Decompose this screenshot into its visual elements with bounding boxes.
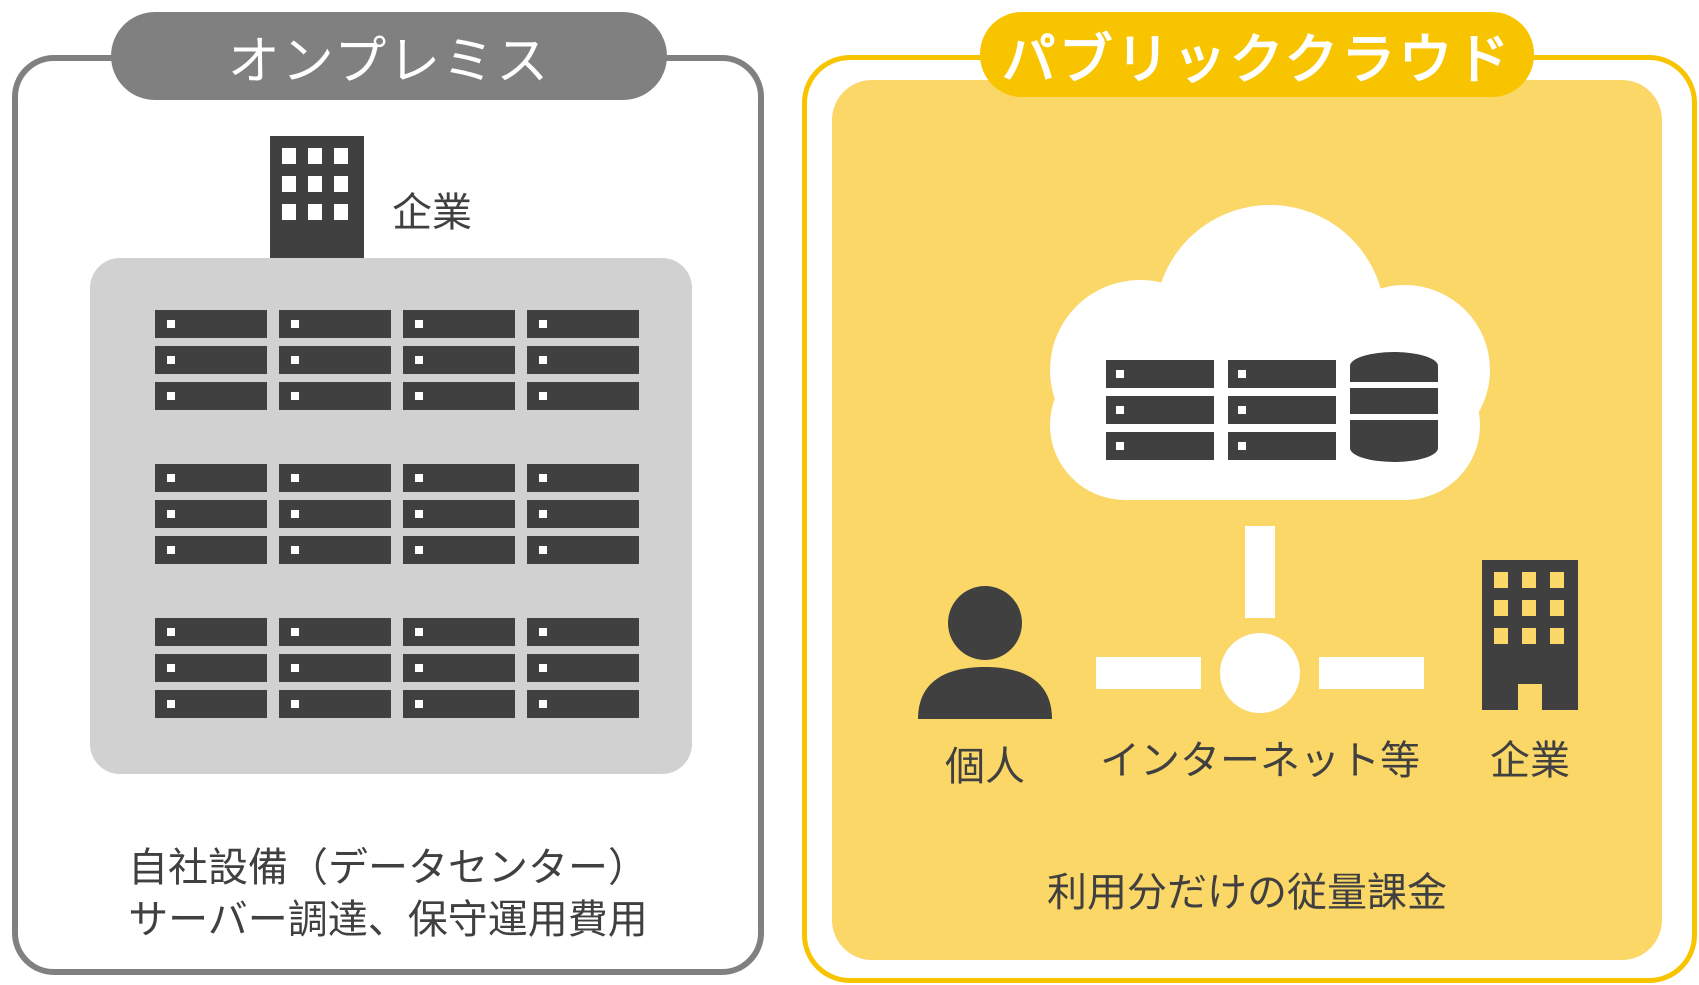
network-hub-icon <box>1096 526 1424 713</box>
person-icon <box>918 586 1052 719</box>
on-premise-title: オンプレミス <box>111 12 667 100</box>
network-label: インターネット等 <box>1100 738 1420 784</box>
person-label: 個人 <box>945 744 1025 790</box>
on-premise-caption-line2: サーバー調達、保守運用費用 <box>128 897 648 943</box>
public-cloud-title: パブリッククラウド <box>980 12 1534 97</box>
on-premise-caption-line1: 自社設備（データセンター） <box>128 845 648 891</box>
public-cloud-caption: 利用分だけの従量課金 <box>1047 870 1447 916</box>
building-label: 企業 <box>392 190 472 236</box>
server-rack-grid <box>155 310 639 718</box>
building-label-right: 企業 <box>1490 738 1570 784</box>
cloud-icon <box>1050 205 1490 500</box>
building-icon-right <box>1482 560 1578 710</box>
